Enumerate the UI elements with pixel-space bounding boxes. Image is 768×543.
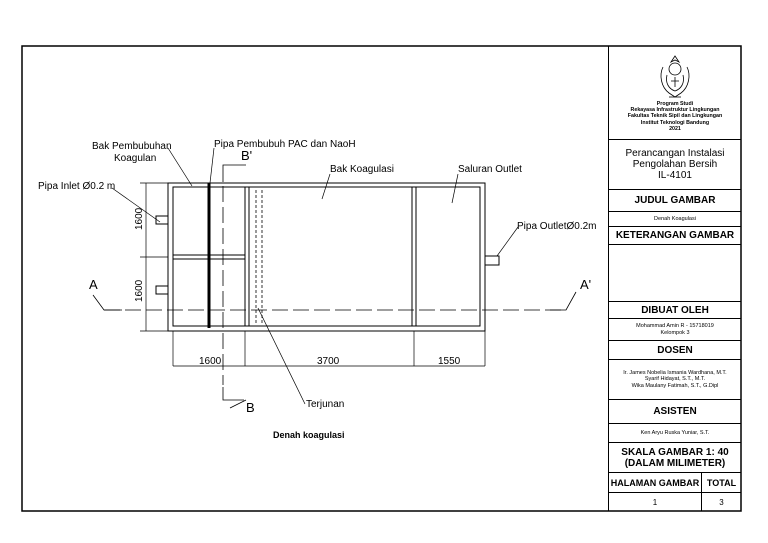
- dibuat-header: DIBUAT OLEH: [609, 302, 741, 319]
- tank-outline: [167, 182, 486, 332]
- asisten-value: Ken Aryu Ruska Yuniar, S.T.: [609, 424, 741, 443]
- label-section-b-prime: B': [241, 148, 252, 163]
- skala-line-2: (DALAM MILIMETER): [624, 457, 726, 469]
- dim-horizontal-2: 3700: [317, 356, 340, 367]
- dim-vertical-bottom: 1600: [134, 279, 145, 302]
- section-line-a: [92, 291, 577, 311]
- dimension-lines: [140, 182, 486, 367]
- halaman-header: HALAMAN GAMBAR: [609, 473, 702, 492]
- project-line-3: IL-4101: [658, 170, 692, 181]
- inst-line-2: Rekayasa Infrastruktur Lingkungan: [630, 107, 720, 114]
- inst-line-1: Program Studi: [656, 100, 694, 107]
- dibuat-line-2: Kelompok 3: [660, 329, 690, 336]
- dosen-header: DOSEN: [609, 341, 741, 360]
- terjunan-zone: [255, 190, 263, 324]
- dosen-line-3: Wika Maulany Fatimah, S.T., G.Dipl: [631, 382, 719, 389]
- label-pipa-inlet: Pipa Inlet Ø0.2 m: [38, 181, 115, 192]
- label-pipa-outlet: Pipa OutletØ0.2m: [517, 221, 596, 232]
- leader-lines: [111, 147, 519, 405]
- label-pipa-pembubuh: Pipa Pembubuh PAC dan NaoH: [214, 139, 356, 150]
- dosen-line-2: Syarif Hidayat, S.T., M.T.: [644, 376, 706, 383]
- judul-value: Denah Koagulasi: [609, 212, 741, 227]
- keterangan-value: [609, 245, 741, 302]
- halaman-header-row: HALAMAN GAMBAR TOTAL: [609, 473, 741, 493]
- project-line-1: Perancangan Instalasi: [625, 148, 725, 159]
- dibuat-line-1: Mohammad Amin R - 15718019: [636, 323, 714, 329]
- label-saluran-outlet: Saluran Outlet: [458, 164, 522, 175]
- dibuat-value: Mohammad Amin R - 15718019 Kelompok 3: [609, 319, 741, 341]
- institution-block: Program Studi Rekayasa Infrastruktur Lin…: [609, 46, 741, 140]
- label-bak-pembubuhan-2: Koagulan: [114, 153, 156, 164]
- asisten-header: ASISTEN: [609, 400, 741, 424]
- project-block: Perancangan Instalasi Pengolahan Bersih …: [609, 140, 741, 190]
- halaman-value: 1: [609, 493, 702, 511]
- skala-line-1: SKALA GAMBAR 1: 40: [621, 446, 729, 458]
- section-line-b: [222, 164, 247, 409]
- outlet-divider: [411, 187, 417, 326]
- pipa-inlet-stubs: [155, 215, 169, 295]
- label-terjunan: Terjunan: [306, 399, 344, 410]
- drawing-caption: Denah koagulasi: [273, 430, 345, 440]
- dim-horizontal-1: 1600: [199, 356, 222, 367]
- inst-line-4: Institut Teknologi Bandung: [640, 119, 710, 126]
- dim-horizontal-3: 1550: [438, 356, 461, 367]
- total-header: TOTAL: [706, 477, 737, 488]
- dosen-line-1: Ir. James Nobelia Ismania Wardhana, M.T.: [623, 369, 727, 376]
- label-section-a-prime: A': [580, 277, 591, 292]
- dosen-value: Ir. James Nobelia Ismania Wardhana, M.T.…: [609, 360, 741, 400]
- project-line-2: Pengolahan Bersih: [632, 159, 718, 170]
- skala-block: SKALA GAMBAR 1: 40 (DALAM MILIMETER): [609, 443, 741, 473]
- bak-pembubuhan-compartment: [173, 187, 250, 326]
- judul-header: JUDUL GAMBAR: [609, 190, 741, 212]
- label-section-b: B: [246, 400, 255, 415]
- sheet-border: [21, 45, 742, 512]
- label-bak-pembubuhan-1: Bak Pembubuhan: [92, 141, 172, 152]
- pipa-outlet-stub: [484, 255, 500, 266]
- label-section-a: A: [89, 277, 98, 292]
- itb-logo-icon: [660, 55, 690, 98]
- dim-vertical-top: 1600: [134, 207, 145, 230]
- total-value: 3: [719, 497, 724, 507]
- inst-line-3: Fakultas Teknik Sipil dan Lingkungan: [627, 113, 723, 120]
- keterangan-header: KETERANGAN GAMBAR: [609, 227, 741, 245]
- title-block: Program Studi Rekayasa Infrastruktur Lin…: [608, 46, 741, 511]
- halaman-value-row: 1 3: [609, 493, 741, 511]
- inst-line-5: 2021: [669, 125, 681, 132]
- label-bak-koagulasi: Bak Koagulasi: [330, 164, 394, 175]
